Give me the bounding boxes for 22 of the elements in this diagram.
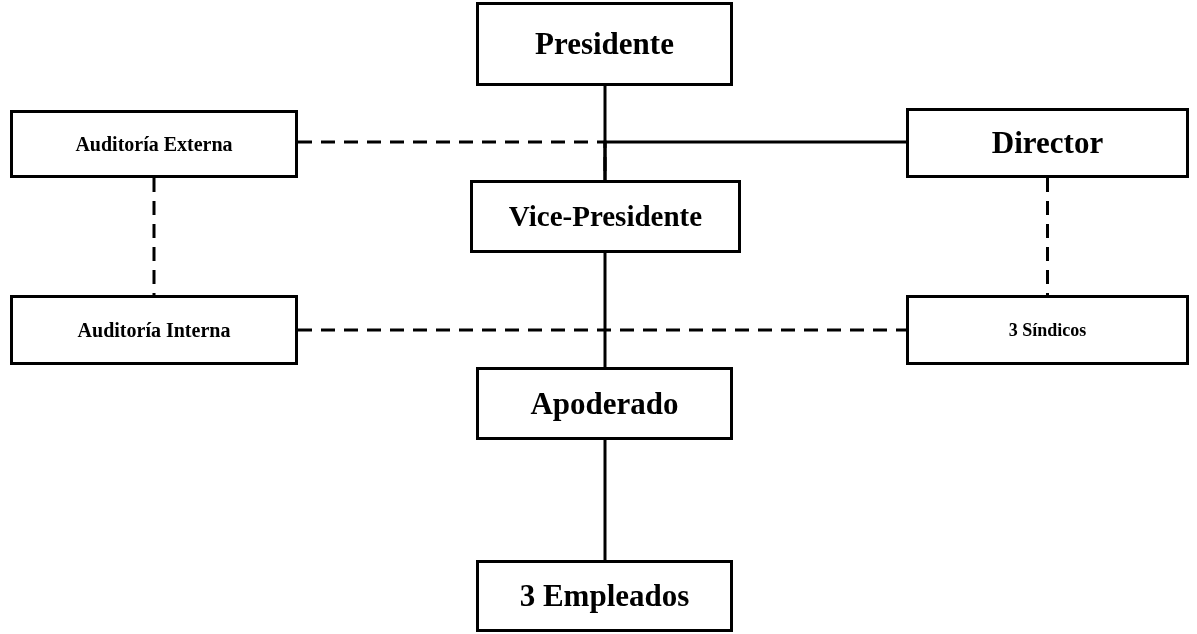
role-label: Auditoría Externa [75,132,233,156]
role-label: Apoderado [530,385,679,422]
connector-line [603,140,906,180]
org-box [10,110,298,178]
org-box [906,295,1189,365]
dashed-connector [298,328,906,332]
connector-line [603,253,607,367]
role-label: 3 Empleados [519,578,690,614]
connector-line [603,440,607,560]
org-box [476,2,733,86]
org-box [476,367,733,440]
org-box [10,295,298,365]
role-label: Vice-Presidente [508,200,703,233]
dashed-connector [1046,178,1049,295]
role-label: Presidente [535,26,674,62]
org-box [470,180,741,253]
role-label: Auditoría Interna [77,318,231,342]
org-box [906,108,1189,178]
dashed-connector [152,178,156,295]
role-label: 3 Síndicos [1008,319,1087,341]
org-box [476,560,733,632]
role-label: Director [991,125,1104,161]
